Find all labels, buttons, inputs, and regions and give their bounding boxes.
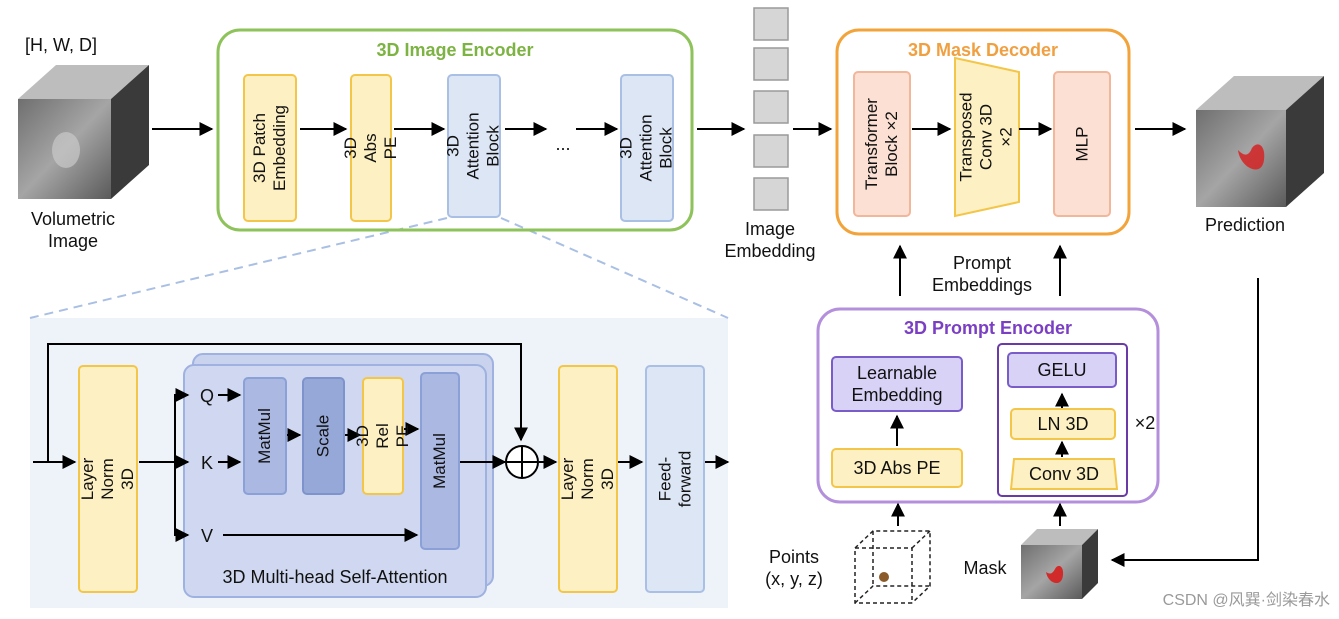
k-label: K [200,453,213,473]
encoder-frame [216,28,694,232]
residual-add-icon [505,445,539,479]
scale-block: Scale [302,377,345,495]
prompt-encoder-title: 3D Prompt Encoder [903,318,1073,338]
watermark: CSDN @风巽·剑染春水 [1162,592,1330,609]
rel-pe-block: 3D Rel PE [353,377,412,495]
attention-block-n: 3D Attention Block [617,74,676,222]
layer-norm-1-block: Layer Norm 3D [78,365,138,593]
prediction-cube [1196,76,1324,207]
volumetric-image-cube [18,65,149,199]
mhsa-caption: 3D Multi-head Self-Attention [222,567,448,587]
layer-norm-2-block: Layer Norm 3D [558,365,618,593]
mlp-block: MLP [1053,71,1111,217]
mask-caption: Mask [963,558,1007,578]
transposed-conv-shape [954,56,1020,218]
transformer-block: Transformer Block ×2 [853,71,911,217]
matmul-1-block: MatMul [243,377,287,495]
encoder-title: 3D Image Encoder [376,40,534,60]
matmul-2-block: MatMul [420,372,460,550]
conv-3d-block: Conv 3D [1010,458,1118,490]
patch-embedding-block: 3D Patch Embedding [243,74,297,222]
point-marker [879,572,889,582]
transposed-conv-block: Transposed Conv 3D ×2 [957,92,1016,182]
encoder-ellipsis: ... [555,134,571,154]
image-embedding-caption: Image Embedding [724,219,816,261]
repeat-label: ×2 [1134,413,1156,433]
points-cube [854,530,931,604]
mask-cube [1021,529,1098,599]
ln-3d-block: LN 3D [1010,408,1116,440]
attention-block-1: 3D Attention Block [444,74,503,218]
v-label: V [200,526,213,546]
points-caption: Points (x, y, z) [765,547,823,589]
prompt-embeddings-caption: Prompt Embeddings [931,253,1033,295]
prompt-abs-pe-block: 3D Abs PE [831,448,963,488]
prediction-caption: Prediction [1204,215,1286,235]
zoom-line-left [29,217,448,319]
prompt-repeat-group [997,343,1128,497]
zoom-line-right [500,217,729,319]
decoder-title: 3D Mask Decoder [907,40,1059,60]
input-dims-label: [H, W, D] [25,35,97,55]
q-label: Q [199,386,214,406]
abs-pe-block: 3D Abs PE [341,74,400,222]
learnable-embedding-block: Learnable Embedding [831,356,963,412]
feed-forward-block: Feed-forward [645,365,705,593]
prompt-encoder-frame [816,307,1160,504]
gelu-block: GELU [1007,352,1117,388]
image-embedding-stack [753,7,789,211]
decoder-frame [835,28,1131,236]
volumetric-image-caption: Volumetric Image [30,209,116,251]
